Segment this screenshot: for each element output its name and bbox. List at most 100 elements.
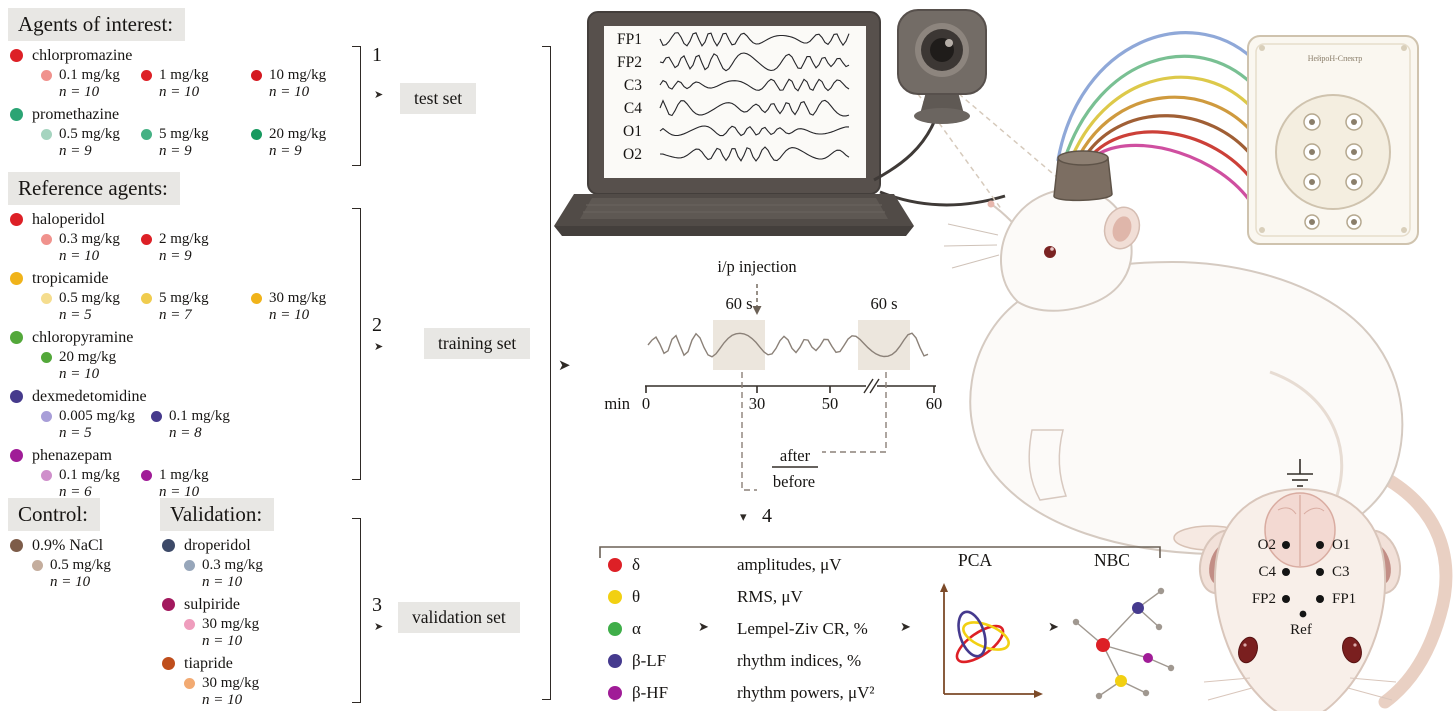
- agent-color-dot: [10, 49, 23, 62]
- n-count: n = 10: [59, 84, 100, 100]
- rhythm-color-dot: [608, 558, 622, 572]
- dose-color-dot: [141, 469, 152, 481]
- dose-entry: 0.1 mg/kg n = 8: [151, 407, 230, 441]
- window-2-label: 60 s: [870, 294, 898, 313]
- tick-label-0: 0: [641, 394, 651, 413]
- nbc-node: [1132, 602, 1144, 614]
- group-2-bracket: [352, 208, 361, 480]
- dose-entry: 2 mg/kg n = 9: [141, 230, 251, 264]
- rhythm-color-dot: [608, 686, 622, 700]
- dose-label: 20 mg/kg: [269, 126, 327, 142]
- dose-color-dot: [41, 233, 52, 245]
- agent-color-dot: [10, 539, 23, 552]
- dose-entry: 1 mg/kg n = 10: [141, 66, 251, 100]
- eeg-channel-label: C3: [623, 77, 642, 94]
- dose-color-dot: [184, 559, 195, 571]
- pca-cluster-ellipse: [957, 610, 987, 658]
- agent-color-dot: [162, 539, 175, 552]
- reference-agents-header: Reference agents:: [8, 172, 180, 205]
- n-count: n = 10: [59, 248, 100, 264]
- nbc-node: [1143, 653, 1153, 663]
- dose-color-dot: [41, 351, 52, 363]
- agent-name: 0.9% NaCl: [32, 537, 104, 554]
- before-label: before: [772, 472, 816, 491]
- rhythm-row: θ: [608, 586, 640, 608]
- n-count: n = 9: [159, 143, 192, 159]
- nbc-node: [1096, 638, 1110, 652]
- electrode-label-ref: Ref: [1290, 622, 1312, 638]
- dose-entry: 5 mg/kg n = 7: [141, 289, 251, 323]
- amplifier-device: [1247, 35, 1419, 245]
- n-count: n = 10: [50, 574, 91, 590]
- eeg-channel-label: C4: [623, 100, 642, 117]
- dose-color-dot: [41, 292, 52, 304]
- rhythm-symbol: α: [632, 619, 641, 638]
- n-count: n = 9: [159, 248, 192, 264]
- agent-name: tropicamide: [32, 270, 109, 287]
- rhythm-color-dot: [608, 654, 622, 668]
- dose-entry: 1 mg/kg n = 10: [141, 466, 209, 500]
- dose-label: 10 mg/kg: [269, 67, 327, 83]
- dose-label: 0.1 mg/kg: [59, 67, 120, 83]
- dose-entry: 0.5 mg/kg n = 9: [41, 125, 141, 159]
- nbc-node: [1115, 675, 1127, 687]
- n-count: n = 5: [59, 307, 92, 323]
- metric-label: amplitudes, μV: [737, 555, 842, 574]
- dose-color-dot: [141, 69, 152, 81]
- group-2-number: 2: [372, 314, 382, 336]
- timeline-graphics: [645, 284, 936, 491]
- dose-label: 5 mg/kg: [159, 290, 209, 306]
- n-count: n = 10: [202, 574, 243, 590]
- arrow-right-icon: ➤: [698, 620, 709, 635]
- dose-color-dot: [251, 292, 262, 304]
- n-count: n = 10: [159, 84, 200, 100]
- electrode-label-fp2: FP2: [1251, 591, 1276, 607]
- dose-label: 30 mg/kg: [269, 290, 327, 306]
- agent-droperidol: droperidol 0.3 mg/kg n = 10: [162, 536, 335, 590]
- agent-color-dot: [10, 449, 23, 462]
- dose-entry: 0.3 mg/kg n = 10: [184, 556, 263, 590]
- pca-cluster-ellipse: [955, 624, 1005, 664]
- electrode-label-fp1: FP1: [1332, 591, 1357, 607]
- agent-haloperidol: haloperidol 0.3 mg/kg n = 10 2 mg/kg n =…: [10, 210, 348, 264]
- agents-of-interest-header: Agents of interest:: [8, 8, 186, 41]
- metric-label: rhythm powers, μV²: [737, 683, 875, 702]
- dose-label: 0.1 mg/kg: [169, 408, 230, 424]
- group-1-number: 1: [372, 44, 382, 66]
- dose-entry: 0.1 mg/kg n = 6: [41, 466, 141, 500]
- dose-entry: 20 mg/kg n = 10: [41, 348, 141, 382]
- dose-entry: 0.1 mg/kg n = 10: [41, 66, 141, 100]
- dose-entry: 0.5 mg/kg n = 5: [41, 289, 141, 323]
- n-count: n = 6: [59, 484, 92, 500]
- tick-label-30: 30: [748, 394, 766, 413]
- agent-tropicamide: tropicamide 0.5 mg/kg n = 5 5 mg/kg n = …: [10, 269, 348, 323]
- n-count: n = 8: [169, 425, 202, 441]
- dose-color-dot: [141, 233, 152, 245]
- electrode-dots: [1282, 541, 1324, 618]
- dose-label: 0.5 mg/kg: [59, 126, 120, 142]
- n-count: n = 10: [269, 307, 310, 323]
- agent-color-dot: [10, 272, 23, 285]
- n-count: n = 9: [59, 143, 92, 159]
- pca-label: PCA: [957, 550, 993, 570]
- dose-entry: 20 mg/kg n = 9: [251, 125, 326, 159]
- dose-label: 0.5 mg/kg: [59, 290, 120, 306]
- dose-color-dot: [151, 410, 162, 422]
- agent-name: haloperidol: [32, 211, 105, 228]
- n-count: n = 5: [59, 425, 92, 441]
- dose-entry: 30 mg/kg n = 10: [184, 615, 259, 649]
- arrow-right-icon: ➤: [374, 620, 384, 633]
- dose-label: 0.3 mg/kg: [59, 231, 120, 247]
- dose-color-dot: [41, 469, 52, 481]
- n-count: n = 7: [159, 307, 192, 323]
- tick-label-60: 60: [925, 394, 943, 413]
- arrow-right-icon: ➤: [374, 88, 384, 101]
- electrode-label-o2: O2: [1257, 537, 1276, 553]
- electrode-label-c4: C4: [1258, 564, 1276, 580]
- agent-color-dot: [10, 108, 23, 121]
- agent-name: chloropyramine: [32, 329, 134, 346]
- pca-plot: [940, 583, 1043, 698]
- rhythm-color-dot: [608, 622, 622, 636]
- injection-label: i/p injection: [717, 257, 797, 276]
